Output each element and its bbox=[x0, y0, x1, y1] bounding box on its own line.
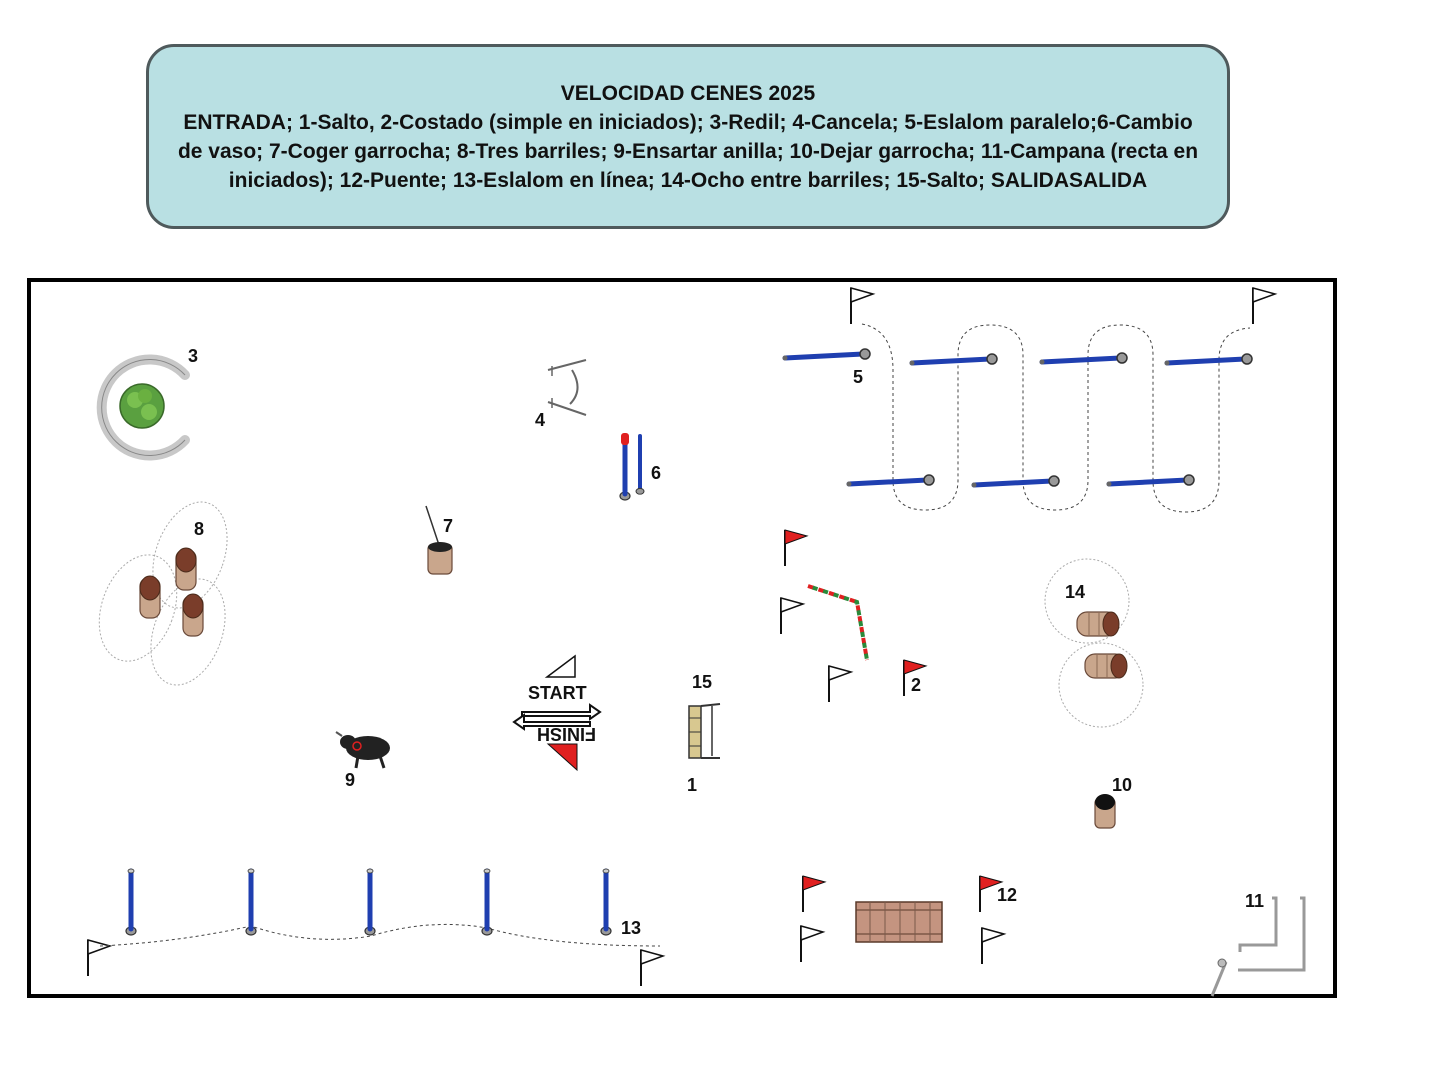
finish-label: FINISH bbox=[537, 724, 596, 744]
flag-icon bbox=[850, 287, 874, 325]
pole-icon bbox=[246, 869, 256, 935]
pole-icon bbox=[1107, 475, 1195, 487]
label-8: 8 bbox=[194, 519, 204, 539]
start-finish-marker: START FINISH bbox=[512, 654, 602, 772]
label-13: 13 bbox=[621, 918, 641, 938]
pole-icon bbox=[972, 476, 1060, 488]
barrel-icon bbox=[425, 505, 453, 575]
pole-icon bbox=[910, 354, 998, 366]
flag-icon bbox=[802, 875, 826, 913]
label-12: 12 bbox=[997, 885, 1017, 905]
label-9: 9 bbox=[345, 770, 355, 790]
pole-icon bbox=[482, 869, 492, 935]
bell-obstacle bbox=[1210, 896, 1306, 997]
parallel-slalom bbox=[783, 287, 1276, 513]
bridge-obstacle bbox=[800, 875, 1005, 965]
label-7: 7 bbox=[443, 516, 453, 536]
pole-icon bbox=[1165, 354, 1253, 366]
jump-icon bbox=[688, 703, 721, 759]
flag-icon bbox=[784, 529, 808, 567]
flag-icon bbox=[828, 665, 852, 703]
flag-icon bbox=[1252, 287, 1276, 325]
legend-box: VELOCIDAD CENES 2025 ENTRADA; 1-Salto, 2… bbox=[146, 44, 1230, 229]
arena-border bbox=[27, 278, 1337, 998]
pole-icon bbox=[126, 869, 136, 935]
bull-icon bbox=[335, 731, 390, 769]
barrel-icon bbox=[1076, 611, 1120, 637]
label-15: 15 bbox=[692, 672, 712, 692]
barrel-icon bbox=[182, 593, 204, 637]
flag-icon bbox=[780, 597, 804, 635]
pole-icon bbox=[601, 869, 611, 935]
start-label: START bbox=[528, 683, 587, 703]
start-flag-icon bbox=[544, 654, 576, 678]
pole-icon bbox=[783, 349, 871, 361]
barrel-icon bbox=[1084, 653, 1128, 679]
label-10: 10 bbox=[1112, 775, 1132, 795]
pole-icon bbox=[847, 475, 935, 487]
label-6: 6 bbox=[651, 463, 661, 483]
label-2: 2 bbox=[911, 675, 921, 695]
finish-flag-icon bbox=[546, 743, 578, 772]
bridge-icon bbox=[855, 901, 943, 943]
barrel-icon bbox=[175, 547, 197, 591]
cup-change-poles bbox=[620, 433, 645, 500]
gate-icon bbox=[547, 359, 587, 416]
label-11: 11 bbox=[1245, 891, 1264, 911]
flag-icon bbox=[640, 949, 664, 987]
side-pass bbox=[780, 529, 927, 703]
pole-icon bbox=[1040, 353, 1128, 365]
label-3: 3 bbox=[188, 346, 198, 366]
flag-icon bbox=[981, 927, 1005, 965]
label-4: 4 bbox=[535, 410, 545, 430]
barrel-icon bbox=[1094, 794, 1116, 829]
label-14: 14 bbox=[1065, 582, 1085, 602]
three-barrels bbox=[98, 501, 228, 686]
course-title: VELOCIDAD CENES 2025 bbox=[560, 81, 816, 105]
figure-eight-barrels bbox=[1044, 558, 1144, 728]
line-slalom bbox=[87, 869, 664, 987]
barrel-icon bbox=[139, 575, 161, 619]
pen-icon bbox=[96, 354, 190, 461]
label-1: 1 bbox=[687, 775, 697, 795]
course-description: ENTRADA; 1-Salto, 2-Costado (simple en i… bbox=[177, 110, 1199, 192]
pole-icon bbox=[365, 869, 375, 935]
flag-icon bbox=[800, 925, 824, 963]
label-5: 5 bbox=[853, 367, 863, 387]
